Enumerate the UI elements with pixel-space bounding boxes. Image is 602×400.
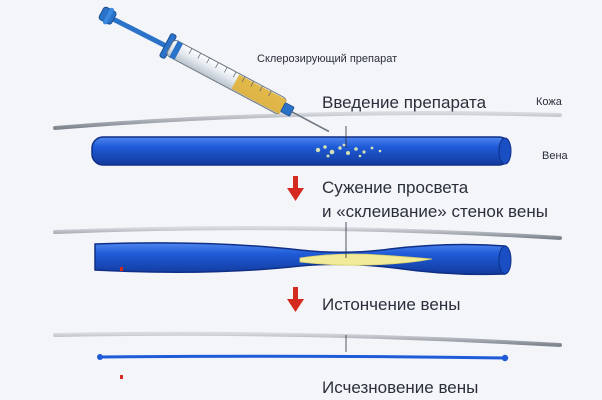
vein-label: Вена <box>542 150 568 162</box>
foam-glued-zone <box>299 253 433 266</box>
skin-line-2 <box>53 226 562 240</box>
step-thinning: Истончение вены <box>322 295 461 314</box>
down-arrow-icon <box>287 287 304 312</box>
edge-mark <box>120 267 123 271</box>
vein-full <box>91 136 511 166</box>
drug-label: Склерозирующий препарат <box>257 53 398 65</box>
step-disappearance: Исчезновение вены <box>322 378 479 397</box>
skin-line-3 <box>53 331 562 347</box>
down-arrow-icon <box>287 176 304 201</box>
vein-thinned-start <box>97 354 103 360</box>
syringe-icon <box>98 6 330 133</box>
skin-label: Кожа <box>536 96 562 108</box>
edge-mark <box>120 375 123 379</box>
vein-thinned-end <box>501 354 509 362</box>
vein-thinned <box>98 354 507 360</box>
foam-injection-1 <box>315 143 382 158</box>
step-injection: Введение препарата <box>322 93 487 112</box>
vein-narrowed-end <box>498 245 512 275</box>
skin-line-1 <box>53 111 562 130</box>
step-narrowing: Сужение просвета <box>322 178 469 197</box>
vein-full-end <box>498 137 512 165</box>
step-gluing: и «склеивание» стенок вены <box>322 202 548 221</box>
